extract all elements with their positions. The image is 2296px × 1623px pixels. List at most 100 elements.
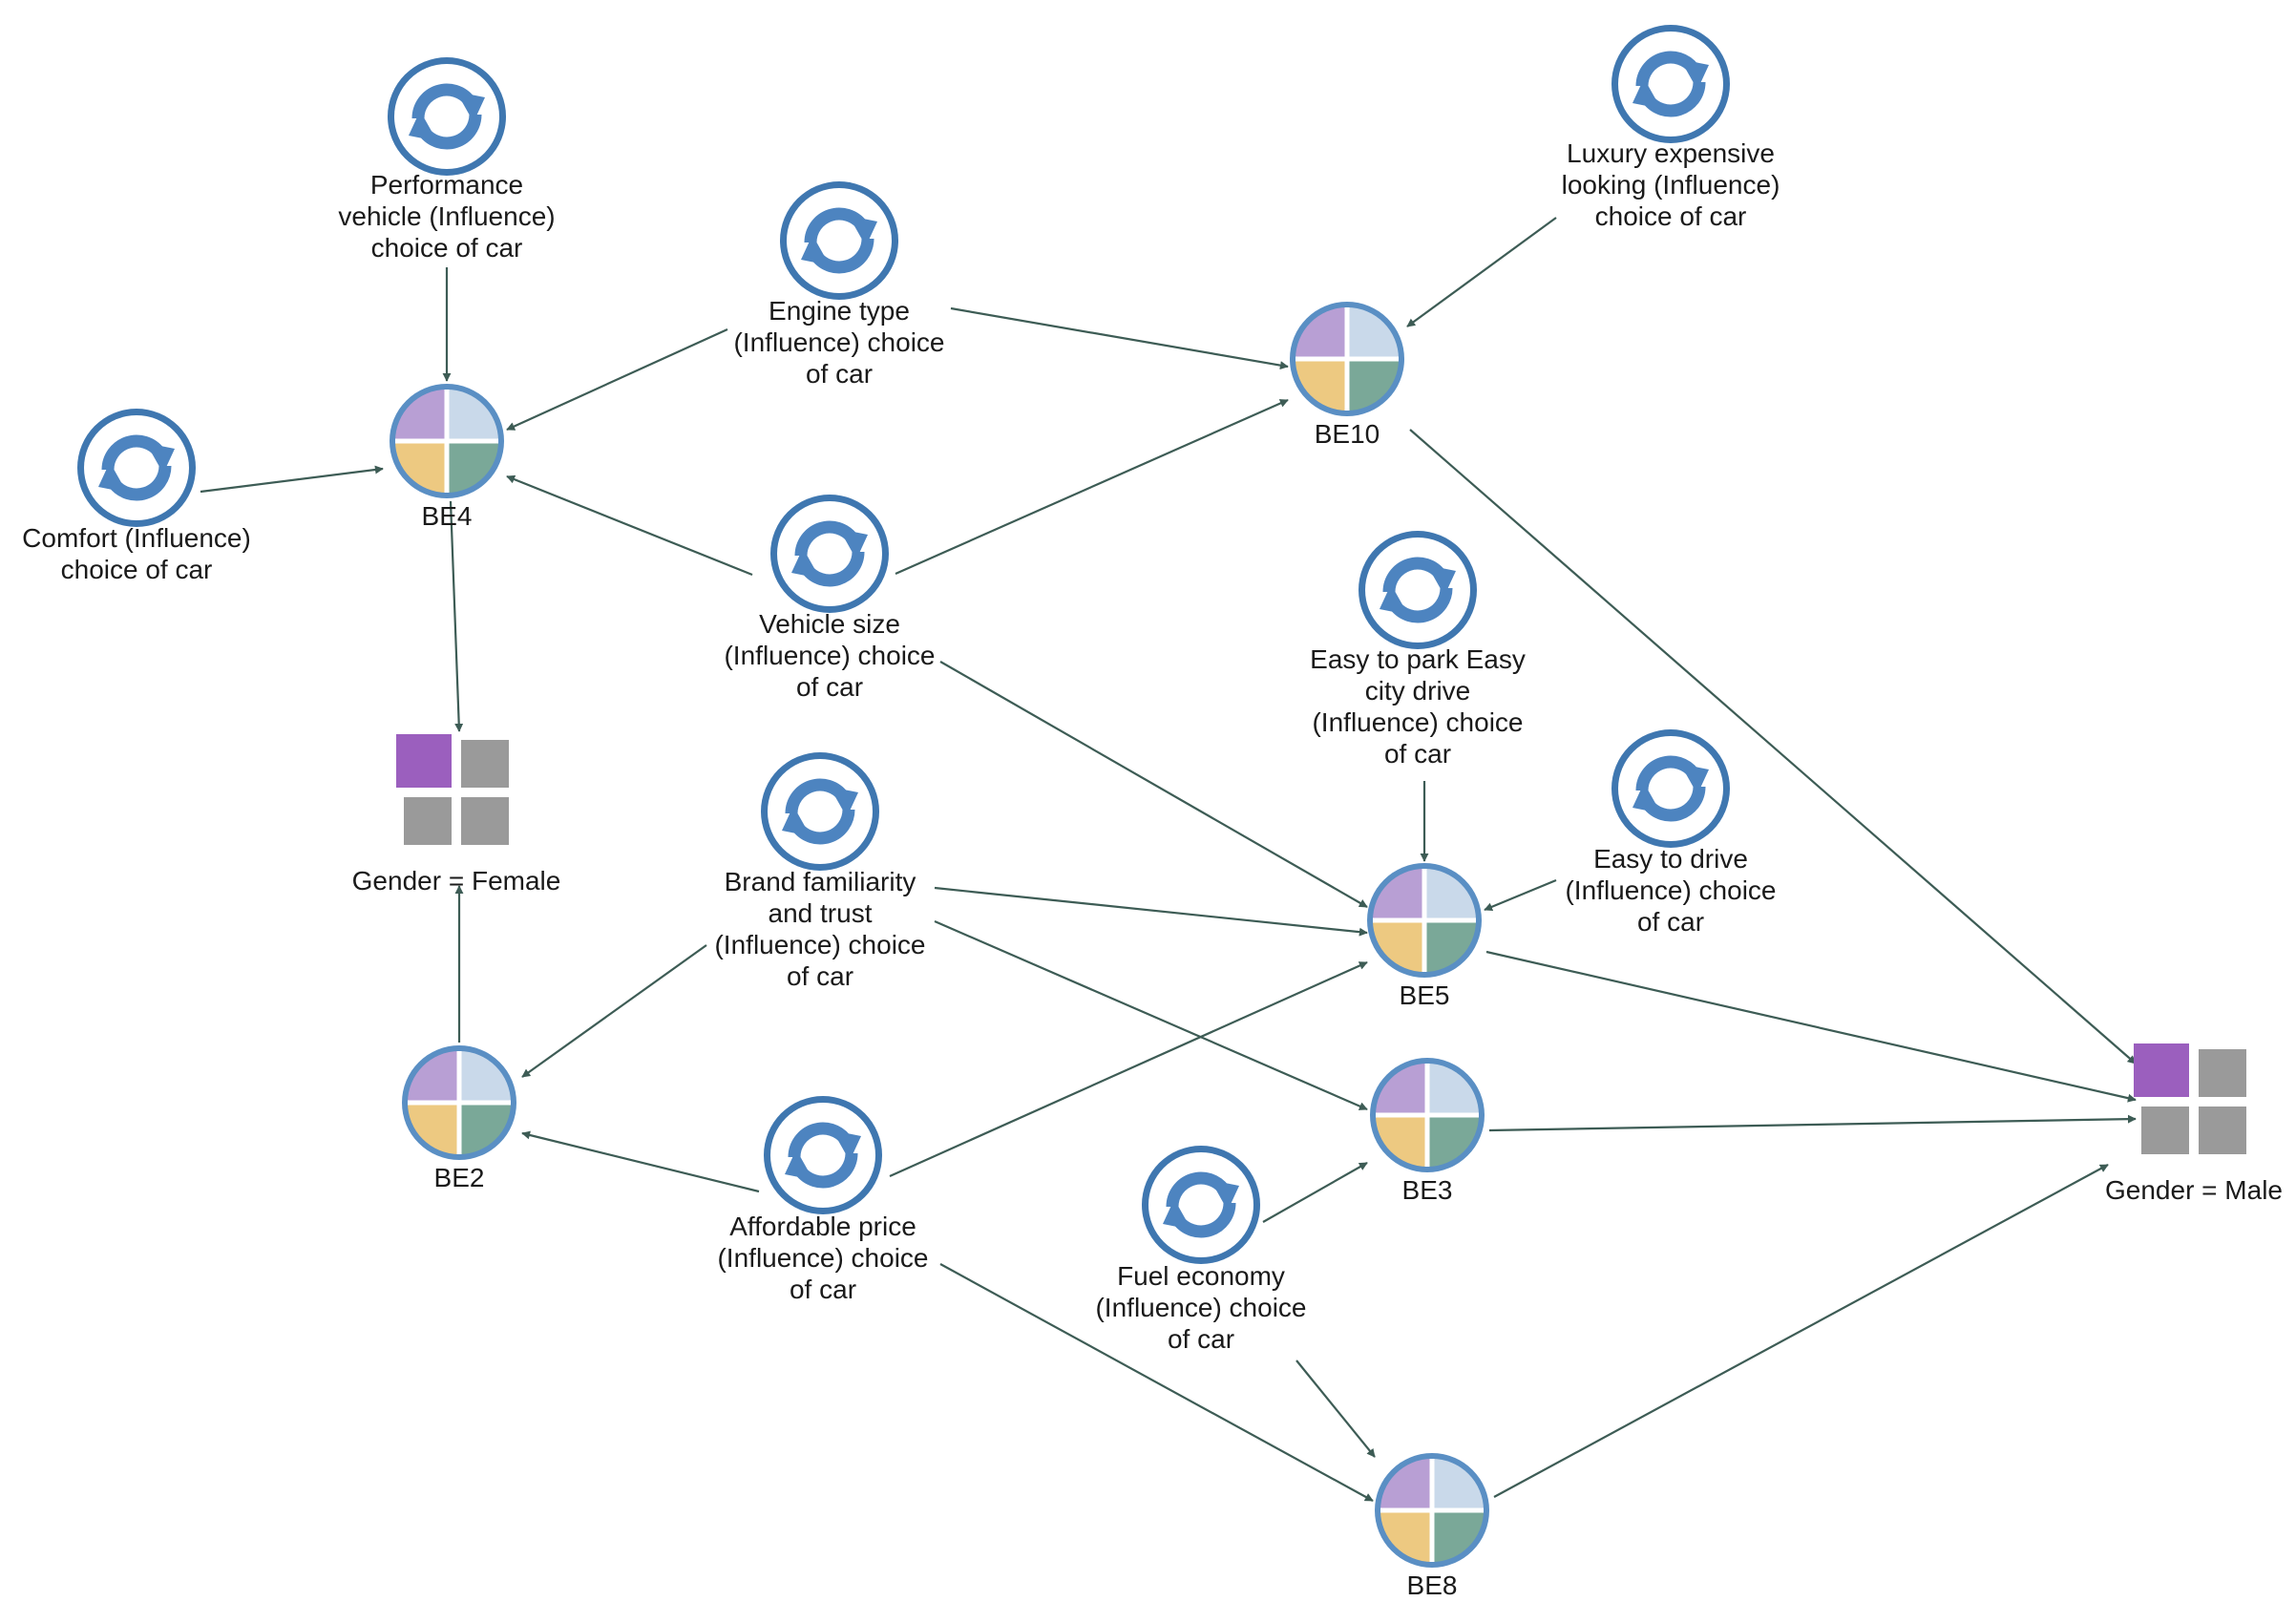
edge-engine-to-be4	[506, 327, 728, 432]
be-node-label: BE2	[434, 1163, 485, 1192]
influence-node-face	[768, 759, 873, 864]
influence-node-label: of car	[790, 1275, 856, 1304]
edge-BE10-to-male	[1409, 429, 2137, 1064]
influence-node-label: of car	[1384, 739, 1451, 769]
refresh-icon	[791, 520, 868, 587]
be-node-label: BE4	[422, 501, 473, 531]
be-quadrant-purple	[1373, 869, 1424, 920]
be-quadrant-yellow	[1295, 359, 1347, 411]
be-quadrant-green	[459, 1103, 511, 1154]
influence-node-label: vehicle (Influence)	[338, 201, 555, 231]
be-quadrant-green	[1432, 1510, 1484, 1562]
refresh-icon	[1632, 51, 1709, 117]
be-quadrant-yellow	[1380, 1510, 1432, 1562]
edge-fuel-to-be3	[1262, 1162, 1368, 1223]
be-quadrant-purple	[1380, 1459, 1432, 1510]
influence-node-label: choice of car	[371, 233, 523, 263]
edges-layer	[200, 217, 2137, 1502]
be-node-be3[interactable]: BE3	[1370, 1058, 1485, 1205]
influence-node-label: of car	[796, 672, 863, 702]
outcome-square-gray	[404, 797, 452, 845]
be-node-label: BE8	[1407, 1570, 1458, 1600]
influence-node-label: Performance	[370, 170, 523, 200]
outcome-square-purple	[2134, 1043, 2189, 1097]
be-quadrant-yellow	[408, 1103, 459, 1154]
influence-node-label: of car	[806, 359, 873, 389]
be-node-be4[interactable]: BE4	[390, 384, 504, 531]
influence-node-face	[770, 1103, 875, 1208]
influence-node-label: Engine type	[769, 296, 910, 326]
influence-node-label: and trust	[769, 898, 873, 928]
influence-node-label: (Influence) choice	[1565, 875, 1776, 905]
influence-node-label: Vehicle size	[759, 609, 900, 639]
be-quadrant-purple	[1295, 307, 1347, 359]
refresh-icon	[1163, 1171, 1239, 1238]
influence-node-label: choice of car	[1595, 201, 1747, 231]
edge-vehicle_size-to-be5	[939, 661, 1368, 908]
influence-node-label: choice of car	[61, 555, 213, 584]
influence-node-label: looking (Influence)	[1562, 170, 1780, 200]
influence-node-face	[84, 415, 189, 520]
influence-node-label: Easy to drive	[1593, 844, 1748, 874]
outcome-node-label: Gender = Male	[2105, 1175, 2283, 1205]
refresh-icon	[1632, 755, 1709, 822]
influence-node-comfort[interactable]: Comfort (Influence)choice of car	[22, 409, 251, 584]
edge-BE4-to-female	[449, 500, 464, 732]
be-node-be8[interactable]: BE8	[1375, 1453, 1489, 1600]
be-node-be2[interactable]: BE2	[402, 1045, 516, 1192]
be-node-be5[interactable]: BE5	[1367, 863, 1482, 1010]
outcome-square-gray	[2199, 1049, 2246, 1097]
edge-BE5-to-male	[1485, 950, 2137, 1103]
be-quadrant-blue	[1424, 869, 1476, 920]
influence-node-label: (Influence) choice	[1095, 1293, 1306, 1322]
be-node-label: BE10	[1315, 419, 1380, 449]
be-quadrant-blue	[1432, 1459, 1484, 1510]
outcome-node-label: Gender = Female	[352, 866, 561, 896]
be-quadrant-purple	[395, 390, 447, 441]
be-quadrant-green	[1427, 1115, 1479, 1167]
edge-BE3-to-male	[1488, 1114, 2137, 1132]
be-quadrant-yellow	[1373, 920, 1424, 972]
refresh-icon	[98, 434, 175, 501]
influence-node-label: (Influence) choice	[714, 930, 925, 959]
be-quadrant-green	[1424, 920, 1476, 972]
refresh-icon	[801, 207, 877, 274]
be-node-label: BE3	[1402, 1175, 1453, 1205]
edge-vehicle_size-to-be4	[506, 474, 753, 577]
influence-node-label: (Influence) choice	[717, 1243, 928, 1273]
outcome-node-male[interactable]: Gender = Male	[2105, 1043, 2283, 1205]
outcome-square-gray	[461, 740, 509, 788]
influence-node-face	[1618, 736, 1723, 841]
edge-brand-to-be2	[521, 944, 707, 1078]
outcome-node-female[interactable]: Gender = Female	[352, 734, 561, 896]
outcome-square-gray	[2141, 1107, 2189, 1154]
edge-affordable-to-be8	[939, 1263, 1374, 1502]
outcome-square-gray	[461, 797, 509, 845]
refresh-icon	[1380, 557, 1456, 623]
be-quadrant-purple	[408, 1051, 459, 1103]
refresh-icon	[785, 1122, 861, 1189]
influence-node-label: (Influence) choice	[1312, 707, 1523, 737]
outcome-square-gray	[2199, 1107, 2246, 1154]
be-node-be10[interactable]: BE10	[1290, 302, 1404, 449]
refresh-icon	[782, 778, 858, 845]
influence-node-face	[1148, 1152, 1253, 1257]
refresh-icon	[409, 83, 485, 150]
influence-node-label: (Influence) choice	[733, 327, 944, 357]
influence-node-label: Affordable price	[729, 1212, 916, 1241]
edge-brand-to-be3	[934, 919, 1368, 1111]
be-quadrant-blue	[1347, 307, 1399, 359]
edge-affordable-to-be2	[521, 1130, 760, 1193]
edge-easy_drive-to-be5	[1484, 878, 1557, 912]
